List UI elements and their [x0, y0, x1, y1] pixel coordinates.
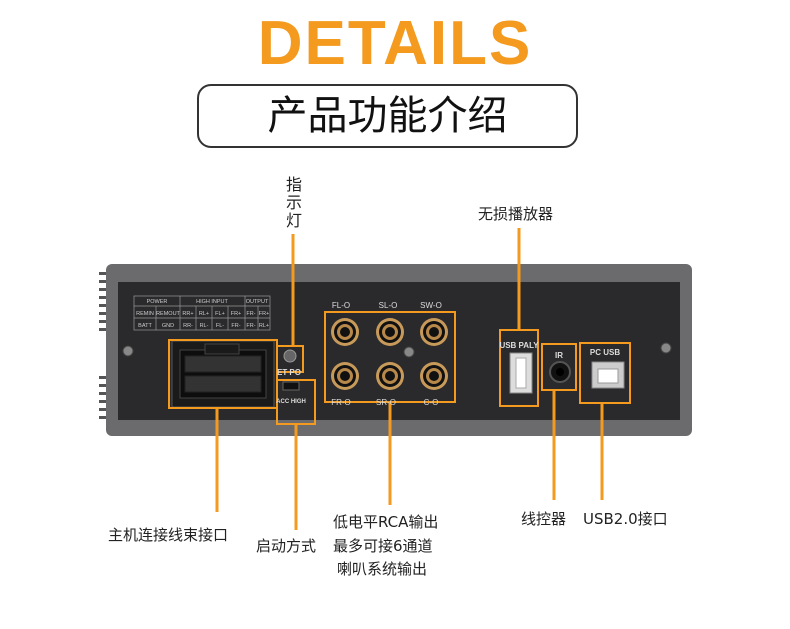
pin-table-cell: REMOUT	[156, 311, 180, 317]
pin-table-cell: RL+	[199, 311, 209, 317]
left-heatsink-fins	[99, 272, 107, 419]
pin-table-cell: BATT	[138, 323, 152, 329]
indicator-led	[283, 349, 297, 363]
rca-label: SW-O	[420, 301, 442, 310]
rca-jack	[331, 318, 359, 346]
page-title: DETAILS	[257, 9, 533, 78]
rca-label: FR-O	[331, 398, 351, 407]
led-label: ET PO	[277, 368, 301, 377]
pin-table-cell: FR+	[231, 311, 242, 317]
indicator-callout: 指 示 灯	[284, 176, 304, 230]
ir-label: IR	[555, 351, 563, 360]
leader-lines	[215, 228, 604, 530]
pin-table-header: POWER	[147, 299, 168, 305]
indicator-char-1: 指	[285, 175, 302, 194]
rca-labels: FL-O SL-O SW-O FR-O SR-O C-O	[331, 301, 442, 407]
usb-play-label: USB PALY	[499, 341, 539, 350]
acc-switch	[282, 381, 300, 391]
pin-table-cell: FR-	[246, 323, 255, 329]
rca-jacks	[331, 318, 448, 390]
pin-table-header: HIGH INPUT	[196, 299, 228, 305]
indicator-char-3: 灯	[285, 211, 302, 230]
rca-jack	[376, 318, 404, 346]
rca-label: FL-O	[332, 301, 350, 310]
lossless-player-callout: 无损播放器	[478, 205, 554, 223]
rca-jack	[376, 362, 404, 390]
pin-table-cell: GND	[162, 323, 174, 329]
acc-label: ACC HIGH	[276, 399, 306, 405]
rca-label: SR-O	[376, 398, 396, 407]
pin-table-cell: FL-	[216, 323, 224, 329]
screws	[122, 342, 672, 358]
pc-usb-label: PC USB	[590, 348, 620, 357]
pin-table-cell: FR+	[259, 311, 270, 317]
usb-port-callout: USB2.0接口	[583, 510, 668, 528]
pin-table-cell: RL+	[259, 323, 269, 329]
indicator-char-2: 示	[285, 193, 302, 212]
subtitle: 产品功能介绍	[267, 93, 508, 139]
pin-table-cell: FR-	[246, 311, 255, 317]
rca-callout-line3: 喇叭系统输出	[337, 560, 428, 578]
rca-jack	[420, 318, 448, 346]
pin-table-cell: RR+	[182, 311, 193, 317]
pin-table-cell: RR-	[183, 323, 193, 329]
rca-callout-line2: 最多可接6通道	[333, 537, 433, 555]
rca-jack	[331, 362, 359, 390]
start-mode-callout: 启动方式	[256, 537, 317, 555]
pin-table-cell: RL-	[200, 323, 209, 329]
rca-label: SL-O	[379, 301, 398, 310]
rca-label: C-O	[424, 398, 439, 407]
remote-callout: 线控器	[521, 510, 567, 528]
pin-table	[133, 295, 271, 331]
harness-port-callout: 主机连接线束接口	[108, 526, 229, 544]
pin-table-cell: FL+	[215, 311, 225, 317]
pin-table-cell: FR-	[231, 323, 240, 329]
pin-table-header: OUTPUT	[246, 299, 269, 305]
rca-callout-line1: 低电平RCA输出	[333, 513, 439, 531]
subtitle-box: 产品功能介绍	[197, 84, 578, 148]
pin-table-cell: REMIN	[136, 311, 154, 317]
rca-jack	[420, 362, 448, 390]
